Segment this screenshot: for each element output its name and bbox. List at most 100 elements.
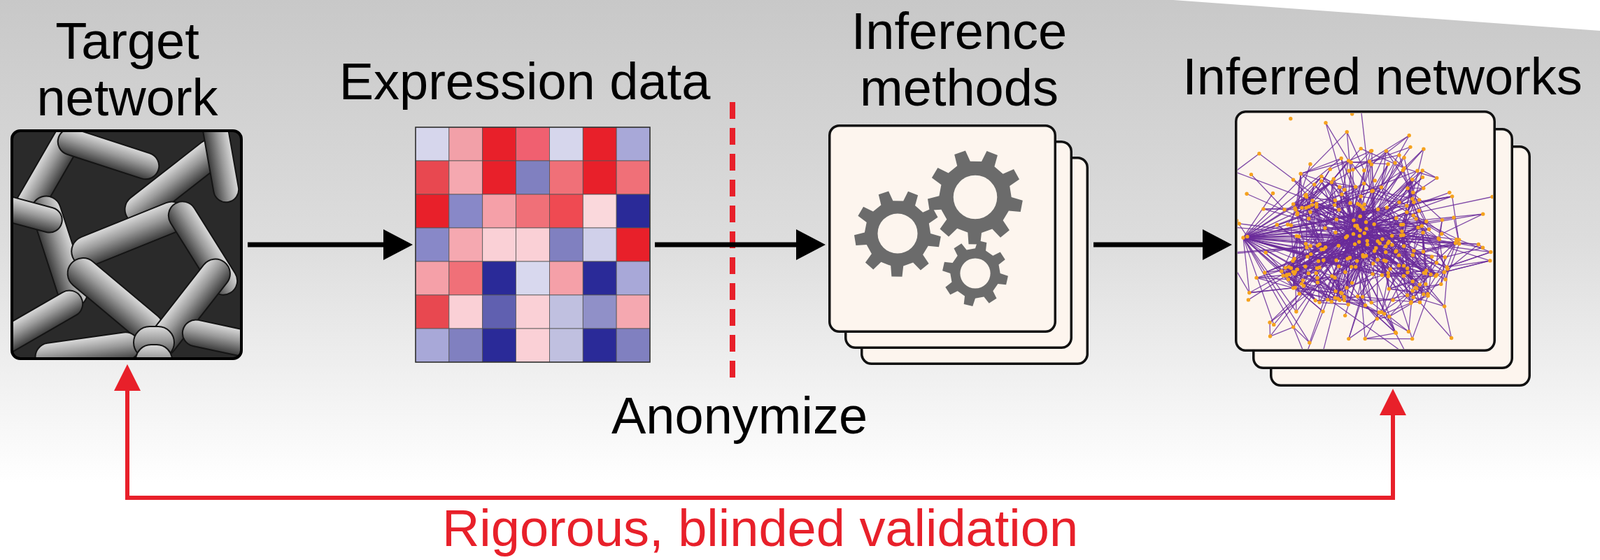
heatmap-cell <box>582 127 617 161</box>
network-vertex <box>1257 151 1261 156</box>
node-heading: Expression data <box>307 53 742 110</box>
network-vertex <box>1371 222 1376 226</box>
heatmap-cell <box>582 160 617 195</box>
network-vertex <box>1367 159 1372 164</box>
network-edge <box>1355 197 1493 227</box>
network-edge <box>1363 191 1372 210</box>
network-edge <box>1281 271 1305 287</box>
heatmap-grid <box>415 127 650 363</box>
network-edge <box>1446 252 1491 268</box>
bacterium-rod <box>135 344 173 359</box>
heatmap-cell <box>482 295 517 329</box>
network-edge <box>1300 158 1342 175</box>
network-vertex <box>1244 192 1249 196</box>
network-edge <box>1381 276 1389 313</box>
network-edge <box>1243 237 1294 328</box>
network-card-node: Inferred networks <box>1158 48 1600 387</box>
network-edge <box>1350 162 1372 191</box>
network-edge <box>1348 170 1356 187</box>
network-edge <box>1269 322 1271 337</box>
network-edge <box>1441 214 1484 234</box>
network-vertex <box>1390 242 1394 247</box>
network-vertex <box>1351 218 1356 222</box>
network-vertex <box>1411 200 1416 205</box>
network-vertex <box>1345 234 1349 238</box>
network-vertex <box>1325 298 1330 302</box>
network-vertex <box>1357 228 1362 233</box>
network-vertex <box>1449 336 1454 341</box>
network-vertex <box>1421 249 1426 254</box>
network-edge <box>1325 179 1334 229</box>
network-vertex <box>1263 251 1267 255</box>
network-edge <box>1407 188 1430 230</box>
method-card-node: Inference methods <box>826 2 1093 366</box>
network-vertex <box>1355 223 1359 228</box>
network-edge <box>1355 225 1484 248</box>
network-vertex <box>1476 242 1481 247</box>
network-vertex <box>1420 175 1425 180</box>
network-edge <box>1293 327 1306 350</box>
network-edge <box>1308 207 1340 210</box>
network-vertex <box>1290 258 1295 263</box>
network-edge <box>1360 196 1400 203</box>
network-edge <box>1407 295 1445 307</box>
network-vertex <box>1393 249 1398 254</box>
network-vertex <box>1349 265 1354 269</box>
gear-icon <box>927 151 1023 245</box>
heatmap-cell <box>616 127 650 161</box>
network-vertex <box>1345 256 1349 261</box>
network-vertex <box>1362 181 1366 186</box>
network-vertex <box>1451 216 1456 220</box>
heatmap-cell <box>415 295 450 329</box>
network-edge <box>1336 216 1361 261</box>
network-vertex <box>1355 259 1359 264</box>
network-vertex <box>1409 301 1413 306</box>
network-vertex <box>1313 298 1318 303</box>
network-vertex <box>1319 179 1323 183</box>
network-vertex <box>1295 212 1300 217</box>
network-vertex <box>1303 265 1307 269</box>
heatmap-cell <box>616 194 650 229</box>
network-edge <box>1443 260 1491 273</box>
network-vertex <box>1387 286 1391 291</box>
network-vertex <box>1380 237 1384 241</box>
network-vertex <box>1347 169 1351 173</box>
network-edge <box>1388 272 1408 274</box>
network-vertex <box>1441 270 1446 275</box>
heatmap-cell <box>616 160 650 195</box>
network-vertex <box>1364 220 1368 224</box>
feedback-arrow <box>114 364 1407 499</box>
network-vertex <box>1376 207 1380 212</box>
network-vertex <box>1415 169 1419 173</box>
network-edge <box>1411 263 1437 304</box>
network-vertex <box>1421 292 1426 296</box>
network-vertex <box>1329 180 1334 184</box>
network-vertex <box>1423 282 1428 287</box>
network-edge <box>1446 252 1491 268</box>
network-vertex <box>1413 286 1417 290</box>
network-vertex <box>1322 226 1327 231</box>
network-vertex <box>1488 258 1492 263</box>
network-vertex <box>1362 231 1367 236</box>
network-vertex <box>1386 274 1391 278</box>
network-vertex <box>1292 206 1297 210</box>
heatmap-cell <box>516 160 550 195</box>
arrowhead <box>796 229 826 261</box>
network-vertex <box>1332 177 1336 181</box>
network-vertex <box>1372 178 1377 182</box>
network-edge <box>1403 235 1413 282</box>
network-edge <box>1321 176 1351 203</box>
network-vertex <box>1339 192 1344 196</box>
bacterium-rod <box>33 330 142 359</box>
network-vertex <box>1334 258 1338 262</box>
network-vertex <box>1385 162 1390 166</box>
network-edge <box>1388 274 1437 289</box>
heatmap-cell <box>582 328 617 363</box>
network-vertex <box>1353 242 1357 247</box>
network-vertex <box>1450 194 1454 198</box>
network-vertex <box>1319 174 1323 179</box>
network-edge <box>1446 260 1491 268</box>
network-vertex <box>1411 249 1416 253</box>
network-vertex <box>1411 295 1416 300</box>
